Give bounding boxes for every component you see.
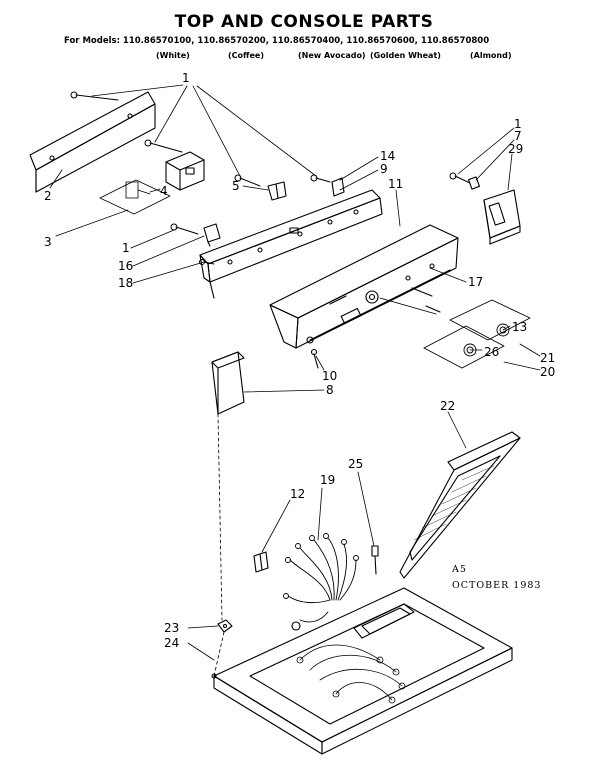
part-22-lint-screen [399,431,521,579]
callout-25: 25 [348,457,364,471]
part-17-screw [411,287,441,313]
part-14-clip [331,177,345,197]
callout-11: 11 [388,177,404,191]
callout-17: 17 [468,275,484,289]
part-23-nut [217,619,233,633]
knob-group [423,299,531,369]
callout-20: 20 [540,365,556,379]
callout-26: 26 [484,345,500,359]
part-4-group-box [99,179,171,215]
part-11-console-panel [269,224,459,349]
part-2-end-trim [29,91,156,193]
alignment-dashed-line-2 [213,631,225,677]
callout-13: 13 [512,320,528,334]
callout-29: 29 [508,142,524,156]
callout-8: 8 [326,383,334,397]
dryer-top-panel [211,587,513,755]
color-label-coffee: (Coffee) [228,51,265,60]
callout-14: 14 [380,149,396,163]
callout-1-right: 1 [514,117,522,131]
callout-24: 24 [164,636,180,650]
callout-7: 7 [514,129,522,143]
part-switch-block [165,151,205,191]
part-19-wire-harness [283,533,359,623]
part-25-screw [371,545,379,575]
callout-1-lower: 1 [122,241,130,255]
page-title: TOP AND CONSOLE PARTS [174,12,434,32]
color-label-new-avocado: (New Avocado) [298,51,366,60]
callout-19: 19 [320,473,336,487]
callout-23: 23 [164,621,180,635]
callout-10: 10 [322,369,338,383]
models-line: For Models: 110.86570100, 110.86570200, … [64,36,490,46]
callout-16: 16 [118,259,134,273]
callout-5: 5 [232,179,240,193]
part-7-clip [467,176,481,190]
color-label-white: (White) [156,51,190,60]
callout-18: 18 [118,276,134,290]
callout-21: 21 [540,351,556,365]
revision-code: A5 [452,564,467,575]
callout-12: 12 [290,487,306,501]
revision-date: OCTOBER 1983 [452,580,542,591]
callout-2: 2 [44,189,52,203]
callout-22: 22 [440,399,456,413]
color-label-almond: (Almond) [470,51,512,60]
leader-lines [49,84,541,661]
callout-3: 3 [44,235,52,249]
part-29-end-cap [483,189,521,245]
callout-4: 4 [160,184,168,198]
console-bracket [199,189,383,299]
alignment-dashed-line [217,413,223,621]
part-8-side-trim [211,351,245,415]
callout-9: 9 [380,162,388,176]
part-12-connector [253,551,269,573]
part-10-screw [310,348,319,369]
part-5-clip [267,181,287,201]
callout-1: 1 [182,71,190,85]
color-label-golden-wheat: (Golden Wheat) [370,51,441,60]
part-16-block [203,223,221,247]
